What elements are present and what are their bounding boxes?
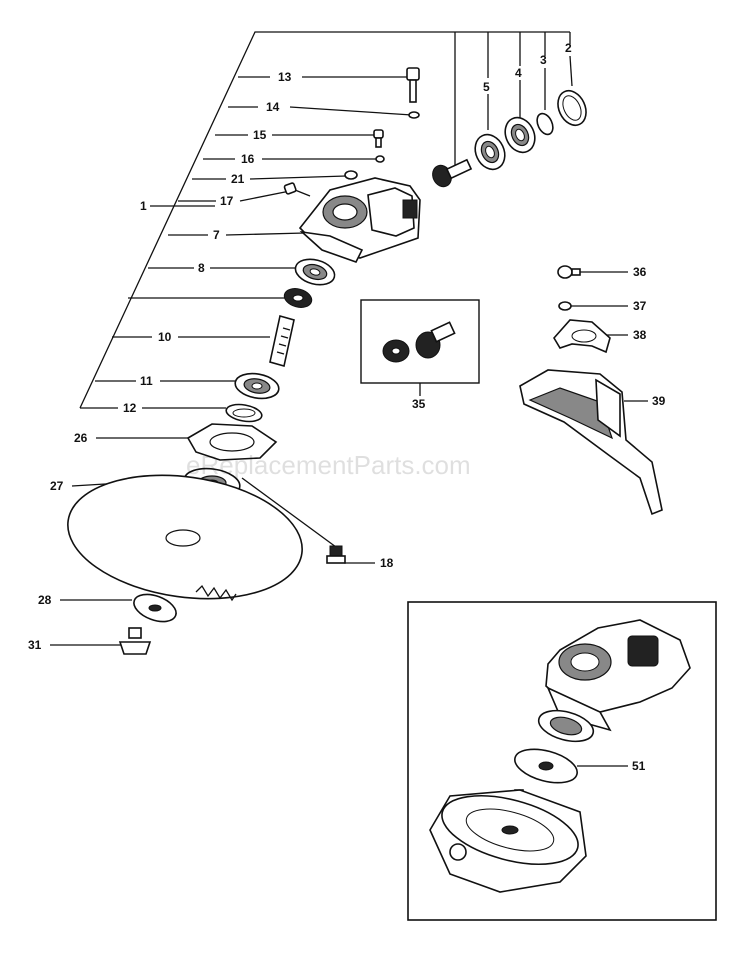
callout-12: 12 [123, 401, 137, 415]
callout-1: 1 [140, 199, 147, 213]
callout-38: 38 [633, 328, 647, 342]
callout-16: 16 [241, 152, 255, 166]
callout-11: 11 [140, 374, 153, 388]
callout-21: 21 [231, 172, 245, 186]
callout-3: 3 [540, 53, 547, 67]
leader-lines [50, 31, 648, 767]
callout-5: 5 [483, 80, 490, 94]
part-35-gear-set [382, 321, 456, 363]
part-8-bearing [294, 258, 336, 286]
part-5-bearing [474, 133, 506, 171]
callout-2: 2 [565, 41, 572, 55]
part-10-shaft [269, 314, 295, 368]
part-21-ring [344, 170, 358, 180]
part-1-gear-housing [298, 177, 421, 263]
part-13-bolt [406, 67, 420, 103]
callout-13: 13 [278, 70, 292, 84]
callout-31: 31 [28, 638, 42, 652]
callout-36: 36 [633, 265, 647, 279]
callout-17: 17 [220, 194, 234, 208]
part-37-washer [558, 301, 572, 311]
callout-37: 37 [633, 299, 647, 313]
part-2-snap-ring [557, 89, 587, 127]
part-28-washer [133, 593, 177, 623]
callout-35: 35 [412, 397, 426, 411]
part-39-guard [519, 369, 663, 516]
inset-box-35 [360, 299, 480, 384]
callout-4: 4 [515, 66, 522, 80]
callout-7: 7 [213, 228, 220, 242]
part-17-bolt [283, 182, 311, 197]
callout-27: 27 [50, 479, 64, 493]
watermark-text: eReplacementParts.com [186, 450, 471, 480]
part-3-clip [536, 112, 554, 136]
part-12-ring [225, 403, 263, 423]
inset-box-51 [407, 601, 717, 921]
part-pinion-gear [432, 158, 473, 188]
callout-28: 28 [38, 593, 52, 607]
part-4-bearing [504, 116, 536, 154]
callout-51: 51 [632, 759, 646, 773]
part-26-plate [186, 423, 278, 461]
callout-8: 8 [198, 261, 205, 275]
part-saw-blade [67, 474, 303, 602]
callout-15: 15 [253, 128, 267, 142]
part-bevel-gear [283, 288, 313, 308]
part-36-bolt [557, 265, 581, 279]
callout-labels: 2 3 4 5 13 14 15 16 21 1 17 7 8 10 11 12… [28, 41, 666, 773]
part-31-nut [118, 627, 152, 655]
callout-14: 14 [266, 100, 280, 114]
part-14-washer [408, 111, 420, 119]
part-18-bolt [326, 545, 346, 564]
part-11-bearing [234, 372, 280, 400]
part-38-clamp [553, 319, 611, 354]
callout-18: 18 [380, 556, 394, 570]
callout-26: 26 [74, 431, 88, 445]
part-51-inset-assembly [429, 619, 691, 893]
callout-39: 39 [652, 394, 666, 408]
callout-10: 10 [158, 330, 172, 344]
part-15-screw [373, 129, 384, 148]
part-16-washer [375, 155, 385, 163]
